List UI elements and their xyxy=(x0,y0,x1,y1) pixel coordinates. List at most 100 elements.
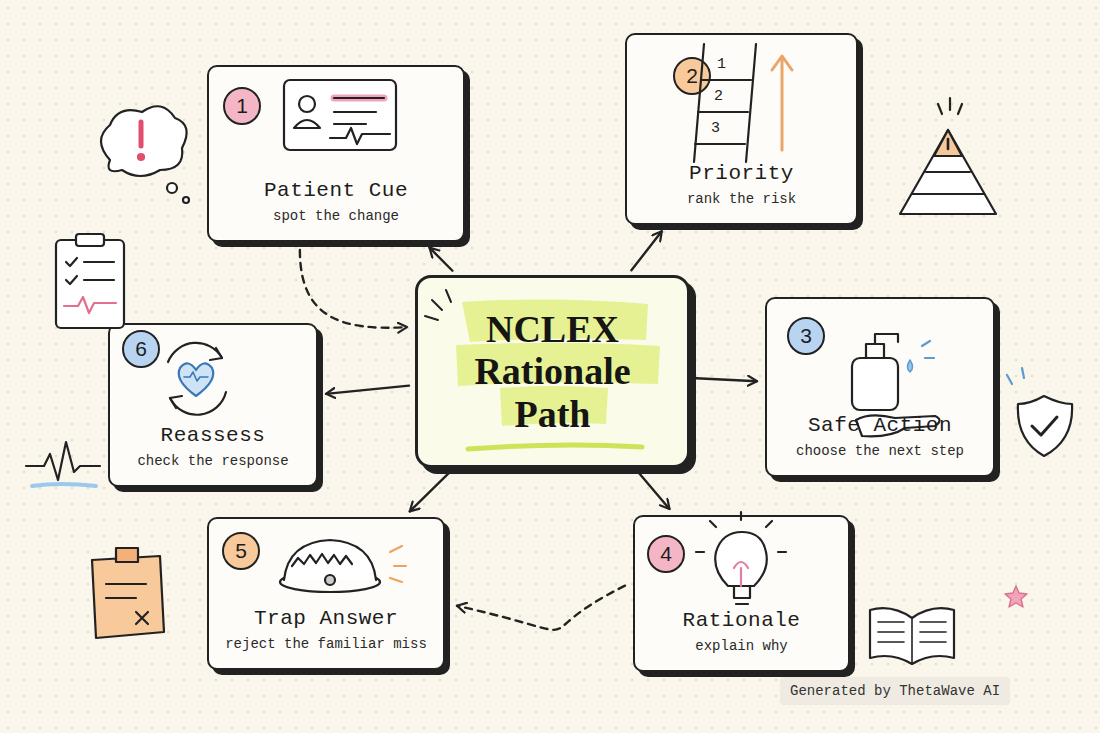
book-icon xyxy=(870,608,954,664)
watermark: Generated by ThetaWave AI xyxy=(780,677,1010,705)
number-circle: 6 xyxy=(122,330,160,368)
step-card: Priorityrank the risk2 xyxy=(625,33,858,225)
ladder-icon-part xyxy=(694,44,756,162)
shield-icon xyxy=(1007,368,1072,456)
hand-wash-icon-part xyxy=(852,358,898,410)
heart-cycle-icon-part xyxy=(170,348,222,408)
sticky-note-part xyxy=(116,548,138,562)
number-circle: 1 xyxy=(223,87,261,125)
lightbulb-icon-part xyxy=(734,562,748,586)
highlighter-mark-part xyxy=(468,445,642,449)
step-card: Rationale explain why 4 xyxy=(633,515,850,672)
arrow-connector xyxy=(430,248,453,271)
step-subtitle: choose the next step xyxy=(796,443,964,459)
callout-number: 1 xyxy=(236,94,248,118)
sticky-note-part xyxy=(106,584,148,624)
star-doodle xyxy=(1005,586,1027,607)
callout-number: 2 xyxy=(686,64,698,88)
step-subtitle: rank the risk xyxy=(687,191,796,207)
lightbulb-icon-part xyxy=(734,586,750,604)
shield-icon-part xyxy=(1018,396,1072,456)
heartbeat-line-part xyxy=(32,484,96,486)
sticky-note xyxy=(92,548,164,638)
trap-icon-part xyxy=(284,540,376,580)
step-heading: Patient Cue xyxy=(264,179,408,202)
arrow-connector xyxy=(631,231,661,270)
id-card-icon-part xyxy=(334,97,384,99)
arrow-connector xyxy=(326,386,409,394)
clipboard-icon-part xyxy=(56,240,124,328)
number-circle: 3 xyxy=(787,317,825,355)
ladder-number: 1 xyxy=(717,56,726,73)
step-card: Safe Action choose the next step 3 xyxy=(765,297,995,477)
hand-wash-icon-part xyxy=(922,341,934,358)
clipboard-icon-part xyxy=(66,258,114,284)
warning-pyramid-part xyxy=(934,130,962,156)
trap-icon-part xyxy=(280,572,380,592)
id-card-icon xyxy=(284,80,396,150)
id-card-icon-part xyxy=(334,95,384,102)
book-icon-part xyxy=(878,618,946,664)
lightbulb-icon-part xyxy=(696,512,786,552)
number-circle: 2 xyxy=(673,57,711,95)
highlighter-mark xyxy=(425,290,660,449)
number-circle: 5 xyxy=(222,532,260,570)
id-card-icon-part xyxy=(294,120,320,128)
book-icon-part xyxy=(870,608,954,664)
clipboard-icon-part xyxy=(64,297,116,313)
step-heading: Reassess xyxy=(161,424,266,447)
hand-wash-icon xyxy=(852,334,940,436)
warning-pyramid xyxy=(900,98,996,214)
highlighter-mark-part xyxy=(425,290,451,320)
central-node: NCLEX Rationale Path xyxy=(415,275,690,468)
clipboard-icon-part xyxy=(76,234,104,246)
step-card: Patient Cue spot the change 1 xyxy=(207,65,465,242)
id-card-icon-part xyxy=(330,128,390,144)
id-card-icon-part xyxy=(334,112,376,124)
step-subtitle: reject the familiar miss xyxy=(225,636,427,652)
thought-bubble-part xyxy=(138,154,144,160)
ladder-icon-part xyxy=(772,56,792,150)
dashed-arrow xyxy=(457,586,625,630)
warning-pyramid-part xyxy=(900,130,996,214)
arrow-connector xyxy=(639,473,670,509)
star-doodle-part xyxy=(1005,586,1027,607)
trap-icon-part xyxy=(292,554,352,566)
arrow-connector xyxy=(696,378,757,381)
hand-wash-icon-part xyxy=(856,415,940,436)
lightbulb-icon xyxy=(696,512,786,604)
callout-number: 6 xyxy=(135,337,147,361)
ladder-number: 3 xyxy=(711,120,720,137)
heart-cycle-icon-part xyxy=(184,372,208,381)
step-heading: Safe Action xyxy=(808,414,952,437)
warning-pyramid-part xyxy=(938,98,962,114)
thought-bubble-part xyxy=(139,122,144,146)
trap-icon-part xyxy=(325,575,335,585)
sticky-note-part xyxy=(92,556,164,638)
diagram-title: NCLEX Rationale Path xyxy=(445,308,660,436)
callout-number: 4 xyxy=(660,542,672,566)
ladder-icon-part xyxy=(695,80,751,144)
thought-bubble xyxy=(101,106,189,203)
step-card: Trap Answer reject the familiar miss 5 xyxy=(207,517,445,670)
heart-cycle-icon-part xyxy=(179,363,214,396)
thought-bubble-part xyxy=(183,197,189,203)
trap-icon-part xyxy=(390,546,406,582)
callout-number: 5 xyxy=(235,539,247,563)
thought-bubble-part xyxy=(167,183,177,193)
step-subtitle: explain why xyxy=(695,638,787,654)
step-heading: Trap Answer xyxy=(254,607,398,630)
dashed-arrow xyxy=(300,250,407,328)
step-heading: Rationale xyxy=(683,609,801,632)
trap-icon xyxy=(280,540,406,592)
step-subtitle: spot the change xyxy=(273,208,399,224)
clipboard-icon xyxy=(56,234,124,328)
warning-pyramid-part xyxy=(947,139,950,149)
number-circle: 4 xyxy=(647,535,685,573)
step-card: Reassess check the response 6 xyxy=(108,323,318,487)
id-card-icon-part xyxy=(299,96,315,112)
step-subtitle: check the response xyxy=(137,453,288,469)
thought-bubble-part xyxy=(101,106,187,176)
id-card-icon-part xyxy=(284,80,396,150)
